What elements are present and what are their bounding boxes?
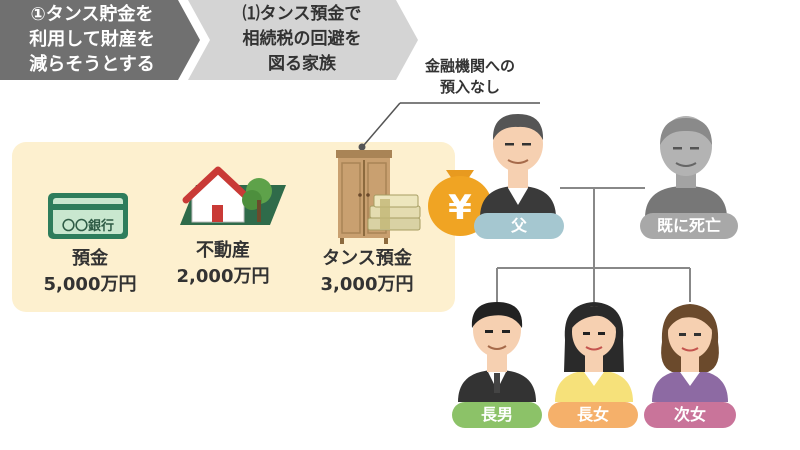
callout-note: 金融機関への 預入なし: [424, 57, 515, 96]
house-icon: [180, 166, 286, 225]
daughter2-figure: [652, 304, 728, 402]
step1-text: ①タンス貯金を 利用して財産を 減らそうとする: [29, 4, 155, 75]
asset-deposit-label: 預金 5,000万円: [43, 248, 137, 295]
daughter2-tag: 次女: [644, 402, 736, 428]
svg-text:¥: ¥: [448, 188, 472, 228]
step2-chevron: [188, 0, 418, 80]
asset-realestate-label: 不動産 2,000万円: [176, 240, 270, 287]
father-tag: 父: [474, 213, 564, 239]
son-figure: [458, 302, 536, 402]
bank-card-icon: 〇〇銀行: [48, 193, 128, 239]
family-tree-lines: [496, 187, 691, 302]
daughter1-tag: 長女: [548, 402, 638, 428]
grandfather-figure: [645, 116, 727, 218]
step2-text: ⑴タンス預金で 相続税の回避を 図る家族: [242, 4, 362, 74]
asset-tansu-label: タンス預金 3,000万円: [320, 248, 414, 295]
grandfather-tag: 既に死亡: [640, 213, 738, 239]
daughter1-figure: [555, 302, 633, 402]
son-tag: 長男: [452, 402, 542, 428]
callout-leader: [358, 102, 540, 151]
wardrobe-cash-icon: [336, 150, 421, 244]
father-figure: [480, 114, 556, 218]
svg-text:〇〇銀行: 〇〇銀行: [62, 218, 114, 234]
step1-chevron: [0, 0, 200, 80]
